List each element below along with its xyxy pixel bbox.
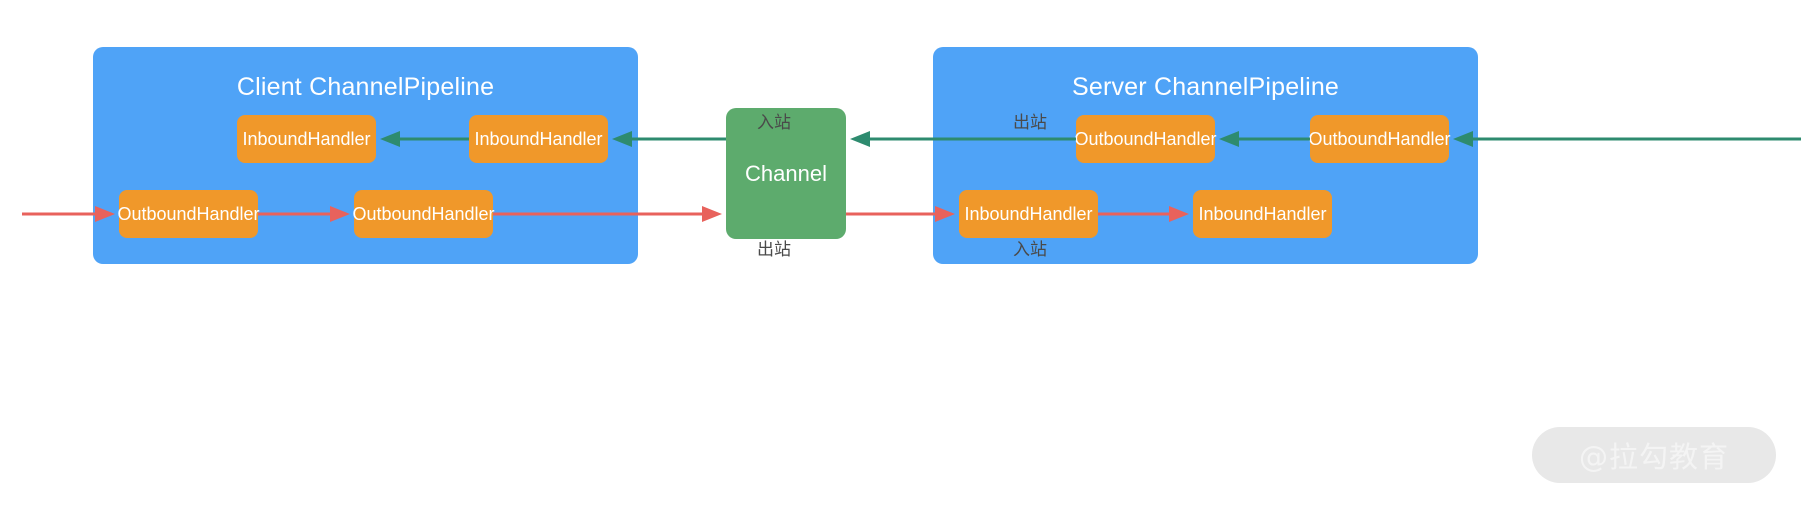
arrow-server-outbound-to-channel: [846, 129, 1076, 149]
handler-label: InboundHandler: [1198, 203, 1327, 224]
channel-box[interactable]: Channel: [726, 108, 846, 239]
handler-label: OutboundHandler: [352, 203, 495, 224]
arrow-client-outbound-to-channel: [493, 204, 726, 224]
handler-label: InboundHandler: [474, 128, 603, 149]
client-inbound-handler-2[interactable]: InboundHandler: [469, 115, 608, 163]
handler-label: OutboundHandler: [1308, 128, 1451, 149]
watermark-text: @拉勾教育: [1578, 440, 1729, 474]
arrow-server-outbound-inner: [1215, 129, 1310, 149]
client-outbound-handler-1[interactable]: OutboundHandler: [117, 190, 260, 238]
client-inbound-handler-1[interactable]: InboundHandler: [237, 115, 376, 163]
flow-label-server-inbound: 入站: [1013, 240, 1047, 260]
watermark-badge: @拉勾教育: [1532, 427, 1776, 483]
server-outbound-handler-2[interactable]: OutboundHandler: [1308, 115, 1451, 163]
client-pipeline-title: Client ChannelPipeline: [236, 73, 495, 101]
server-inbound-handler-1[interactable]: InboundHandler: [959, 190, 1098, 238]
arrow-channel-to-client-inbound: [608, 129, 726, 149]
arrow-client-outbound-inner: [258, 204, 354, 224]
arrow-client-inbound-inner: [376, 129, 469, 149]
arrow-channel-to-server-inbound: [846, 204, 959, 224]
flow-label-client-inbound: 入站: [757, 113, 791, 133]
client-outbound-handler-2[interactable]: OutboundHandler: [352, 190, 495, 238]
handler-label: InboundHandler: [242, 128, 371, 149]
arrow-client-outbound-entry: [22, 204, 119, 224]
channel-label: Channel: [745, 160, 827, 186]
arrow-server-outbound-entry: [1449, 129, 1801, 149]
server-outbound-handler-1[interactable]: OutboundHandler: [1074, 115, 1217, 163]
handler-label: OutboundHandler: [1074, 128, 1217, 149]
server-inbound-handler-2[interactable]: InboundHandler: [1193, 190, 1332, 238]
flow-label-client-outbound: 出站: [757, 240, 791, 260]
arrow-server-inbound-inner: [1098, 204, 1193, 224]
flow-label-server-outbound: 出站: [1013, 113, 1047, 133]
handler-label: OutboundHandler: [117, 203, 260, 224]
handler-label: InboundHandler: [964, 203, 1093, 224]
server-pipeline-title: Server ChannelPipeline: [1071, 73, 1340, 101]
